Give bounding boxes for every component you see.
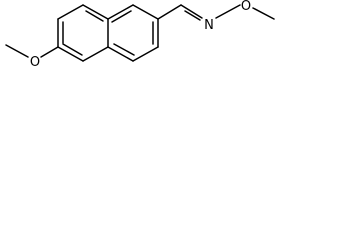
bond-ring-to-methoxy-oxygen — [40, 46, 59, 58]
bond-ring-b-double-1 — [111, 10, 132, 23]
bond-ring-a-3 — [82, 46, 109, 62]
bond-ring-a-double-1 — [85, 10, 104, 22]
atom-label-oxime-oxygen: O — [241, 0, 251, 14]
bond-imine-double-inner — [184, 10, 201, 21]
bond-ring-b-2 — [132, 4, 159, 20]
bond-ring-to-imine-carbon — [157, 4, 182, 20]
bond-ring-a-4 — [57, 46, 84, 62]
bond-ring-a-6 — [57, 4, 84, 20]
bond-methoxy-oxygen-to-methyl — [5, 44, 29, 58]
atom-label-oxime-nitrogen: N — [204, 18, 214, 33]
bond-imine-double-outer — [180, 4, 203, 19]
bond-ring-a-1 — [82, 4, 109, 20]
bond-nitrogen-to-oxygen — [215, 4, 241, 19]
atom-label-methoxy-oxygen: O — [30, 55, 40, 70]
bond-ring-b-5 — [107, 46, 134, 62]
structural-formula: O N O — [5, 0, 275, 70]
bond-ring-b-4 — [132, 46, 159, 62]
bond-ring-b-1 — [107, 4, 134, 20]
bond-oxime-oxygen-to-methyl — [252, 7, 275, 20]
bond-ring-a-double-2 — [62, 43, 83, 56]
bond-ring-b-double-3 — [113, 43, 135, 56]
